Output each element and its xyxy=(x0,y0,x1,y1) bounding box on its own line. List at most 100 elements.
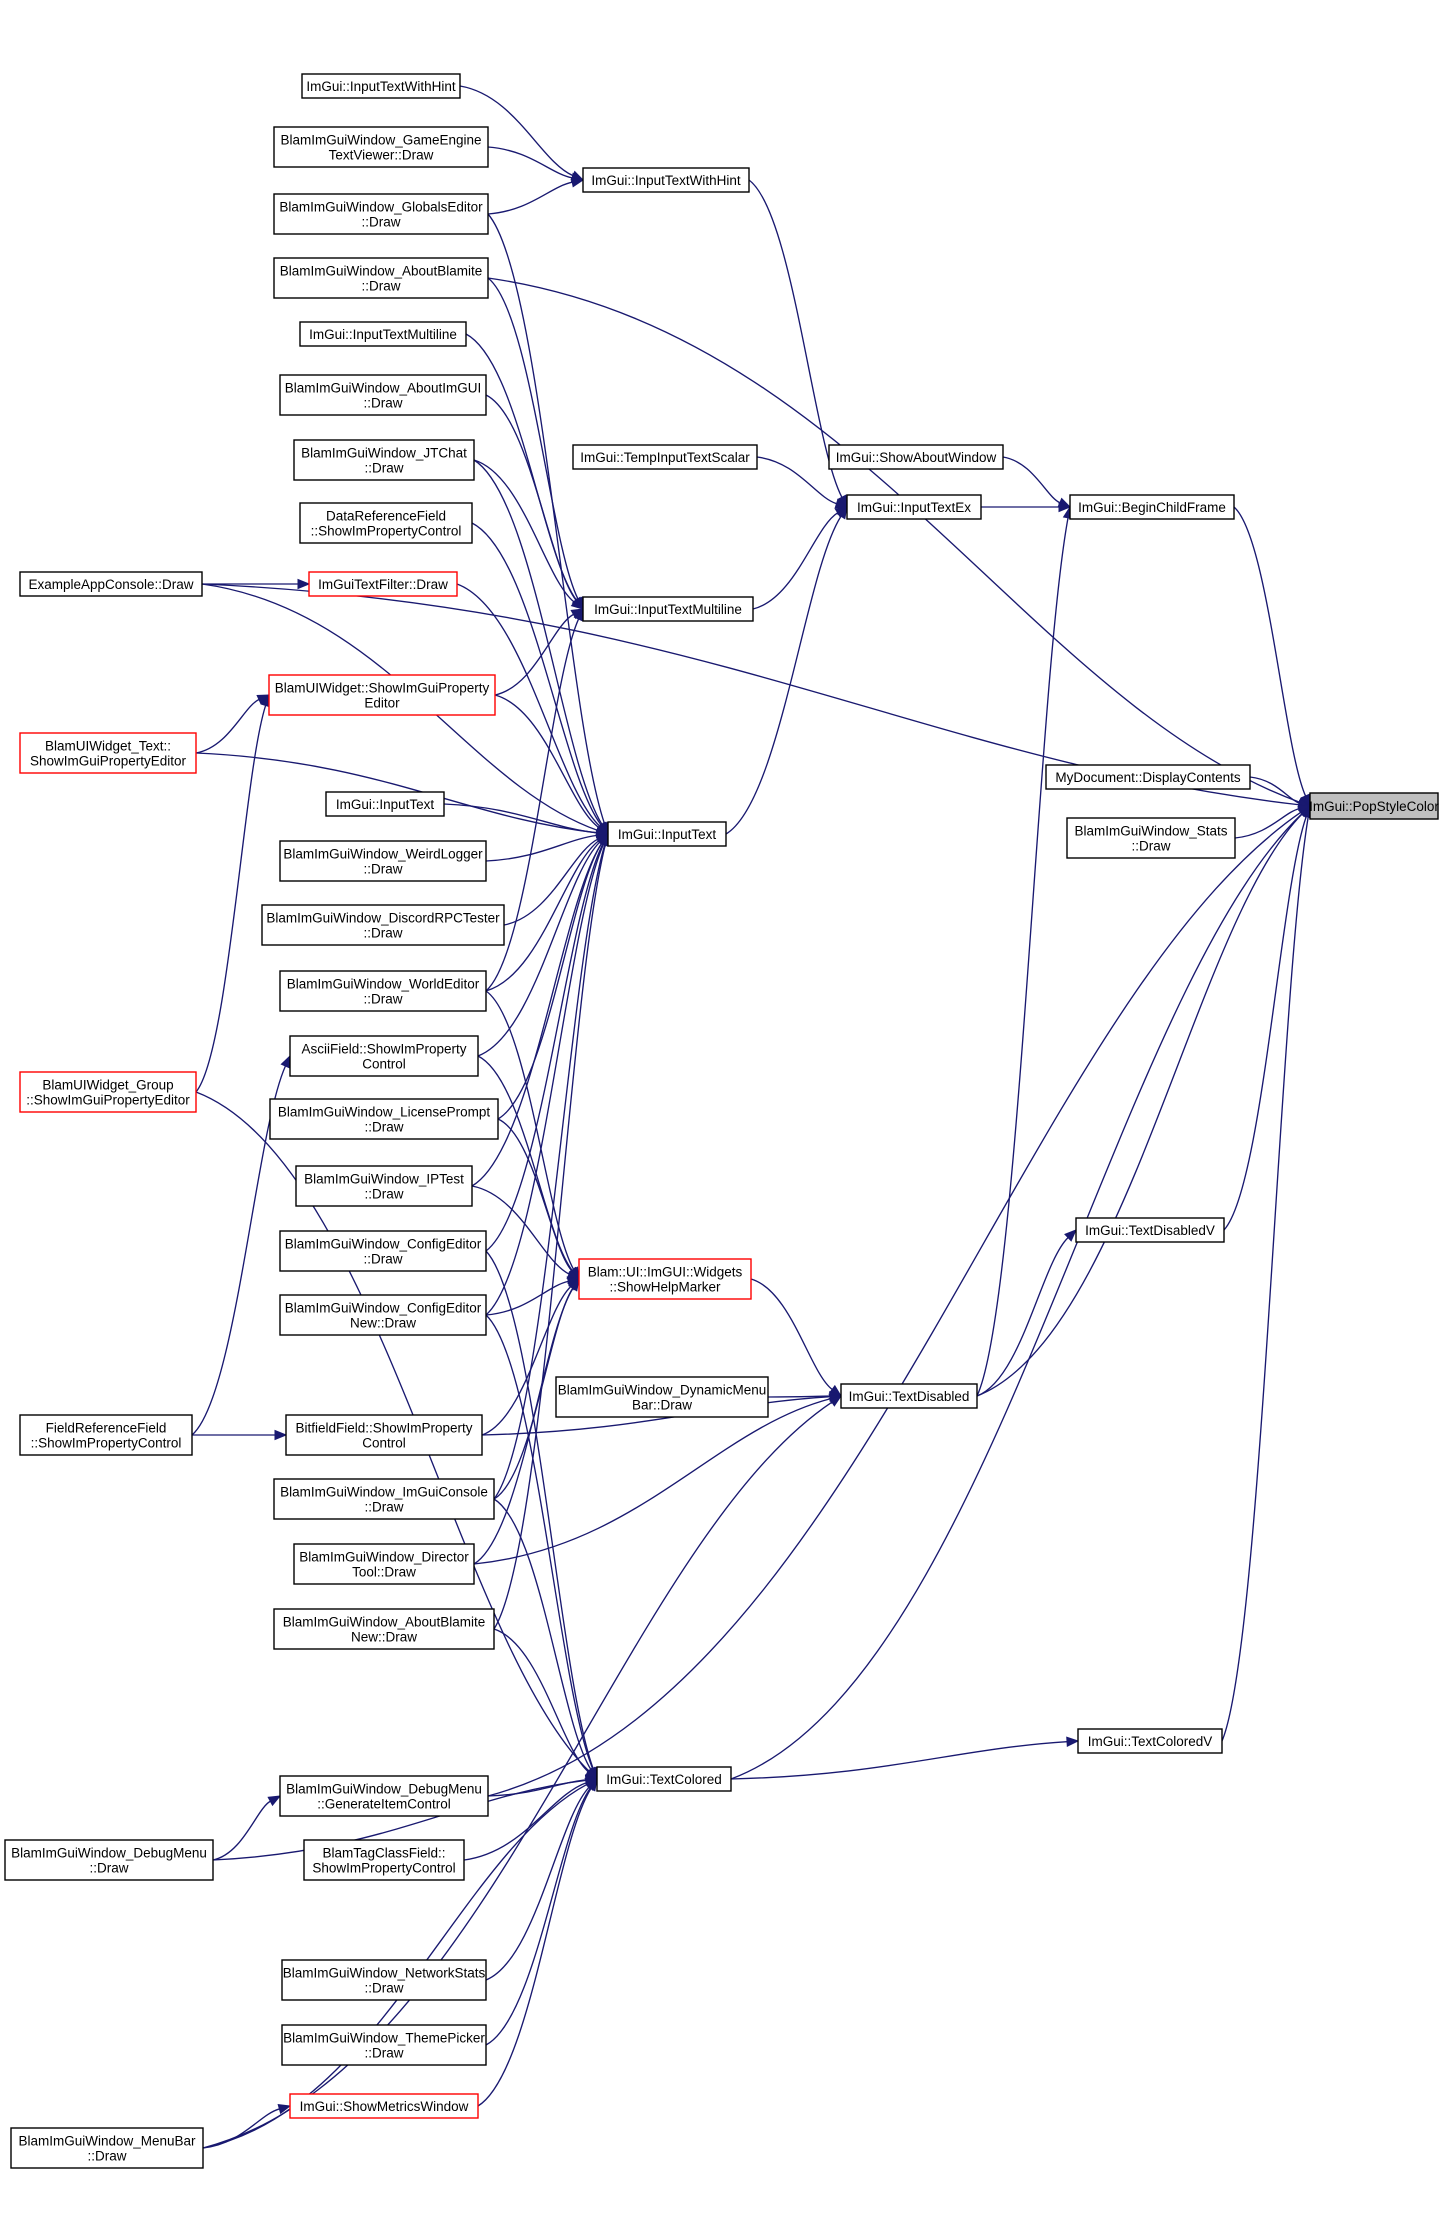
node-gic[interactable]: BlamImGuiWindow_DebugMenu::GenerateItemC… xyxy=(279,1775,489,1817)
node-tdv[interactable]: ImGui::TextDisabledV xyxy=(1075,1217,1225,1243)
node-box xyxy=(828,444,1004,470)
node-smw[interactable]: ImGui::ShowMetricsWindow xyxy=(289,2093,479,2119)
node-label: BlamImGuiWindow_ImGuiConsole xyxy=(280,1485,488,1500)
edge-dbgmenu-to-tc xyxy=(212,1779,587,1861)
edge-config-to-tc xyxy=(485,1250,594,1769)
edge-confignew-to-it1 xyxy=(485,843,605,1316)
node-glob[interactable]: BlamImGuiWindow_GlobalsEditor::Draw xyxy=(273,193,489,235)
node-box xyxy=(301,73,461,99)
node-ascii[interactable]: AsciiField::ShowImPropertyControl xyxy=(289,1035,479,1077)
node-itm1[interactable]: ImGui::InputTextMultiline xyxy=(299,321,467,347)
node-weird[interactable]: BlamImGuiWindow_WeirdLogger::Draw xyxy=(279,840,487,882)
node-itm2[interactable]: ImGui::InputTextMultiline xyxy=(582,596,754,622)
node-config[interactable]: BlamImGuiWindow_ConfigEditor::Draw xyxy=(279,1230,487,1272)
node-tf[interactable]: ImGuiTextFilter::Draw xyxy=(308,571,458,597)
node-label: BlamImGuiWindow_Director xyxy=(299,1550,469,1565)
node-label: ImGui::PopStyleColor xyxy=(1309,799,1439,814)
node-box xyxy=(1045,764,1251,790)
node-getv[interactable]: BlamImGuiWindow_GameEngineTextViewer::Dr… xyxy=(273,126,489,168)
node-label: BlamImGuiWindow_MenuBar xyxy=(18,2134,196,2149)
node-theme[interactable]: BlamImGuiWindow_ThemePicker::Draw xyxy=(281,2024,487,2066)
node-bitf[interactable]: BitfieldField::ShowImPropertyControl xyxy=(285,1414,483,1456)
node-license[interactable]: BlamImGuiWindow_LicensePrompt::Draw xyxy=(269,1098,499,1140)
node-tc[interactable]: ImGui::TextColored xyxy=(596,1766,732,1792)
node-it2[interactable]: ImGui::InputText xyxy=(325,791,445,817)
edge-tf-to-it1 xyxy=(456,583,601,827)
node-box xyxy=(10,2127,204,2169)
node-iwh2[interactable]: ImGui::InputTextWithHint xyxy=(582,167,750,193)
node-saw[interactable]: ImGui::ShowAboutWindow xyxy=(828,444,1004,470)
node-tis[interactable]: ImGui::TempInputTextScalar xyxy=(572,444,758,470)
node-box xyxy=(19,1414,193,1456)
edge-menubar-to-smw xyxy=(202,2108,280,2149)
node-box xyxy=(299,502,473,544)
node-uigroup[interactable]: BlamUIWidget_Group::ShowImGuiPropertyEdi… xyxy=(19,1071,197,1113)
node-discord[interactable]: BlamImGuiWindow_DiscordRPCTester::Draw xyxy=(261,904,505,946)
edge-ascii-to-it1 xyxy=(477,841,601,1057)
node-dbgmenu[interactable]: BlamImGuiWindow_DebugMenu::Draw xyxy=(4,1839,214,1881)
node-pop[interactable]: ImGui::PopStyleColor xyxy=(1309,792,1439,820)
node-tagclass[interactable]: BlamTagClassField::ShowImPropertyControl xyxy=(303,1839,465,1881)
node-label: ::ShowImGuiPropertyEditor xyxy=(26,1093,190,1108)
node-box xyxy=(261,904,505,946)
edge-imcon-to-tc xyxy=(493,1498,592,1771)
node-box xyxy=(285,1414,483,1456)
node-about[interactable]: BlamImGuiWindow_AboutBlamite::Draw xyxy=(273,257,489,299)
edge-glob-to-iwh2 xyxy=(487,181,573,215)
node-helpm[interactable]: Blam::UI::ImGUI::Widgets::ShowHelpMarker xyxy=(578,1258,752,1300)
edge-td-to-bcf xyxy=(976,517,1069,1397)
node-label: ImGui::ShowAboutWindow xyxy=(836,450,997,465)
node-menubar[interactable]: BlamImGuiWindow_MenuBar::Draw xyxy=(10,2127,204,2169)
edge-iptest-to-helpm xyxy=(471,1185,570,1275)
node-label: ImGui::TextDisabled xyxy=(849,1389,970,1404)
node-label: ::ShowImPropertyControl xyxy=(311,524,462,539)
node-label: ::GenerateItemControl xyxy=(317,1797,451,1812)
node-world[interactable]: BlamImGuiWindow_WorldEditor::Draw xyxy=(279,970,487,1012)
node-box xyxy=(299,321,467,347)
edge-itm2-to-ite xyxy=(752,512,839,610)
node-box xyxy=(4,1839,214,1881)
node-uiw[interactable]: BlamUIWidget::ShowImGuiPropertyEditor xyxy=(268,674,496,716)
edge-iwh1-to-iwh2 xyxy=(459,85,574,177)
node-td[interactable]: ImGui::TextDisabled xyxy=(840,1383,978,1409)
node-box xyxy=(279,840,487,882)
arrowhead xyxy=(1058,501,1072,513)
edge-discord-to-it1 xyxy=(503,838,599,926)
node-mydoc[interactable]: MyDocument::DisplayContents xyxy=(1045,764,1251,790)
node-tcv[interactable]: ImGui::TextColoredV xyxy=(1077,1728,1223,1754)
edge-stats-to-pop xyxy=(1234,807,1300,839)
node-netstats[interactable]: BlamImGuiWindow_NetworkStats::Draw xyxy=(281,1959,487,2001)
node-iptest[interactable]: BlamImGuiWindow_IPTest::Draw xyxy=(295,1165,473,1207)
edge-imcon-to-it1 xyxy=(493,844,606,1500)
node-frf[interactable]: FieldReferenceField::ShowImPropertyContr… xyxy=(19,1414,193,1456)
node-drf[interactable]: DataReferenceField::ShowImPropertyContro… xyxy=(299,502,473,544)
node-it1[interactable]: ImGui::InputText xyxy=(607,821,727,847)
node-uitext[interactable]: BlamUIWidget_Text::ShowImGuiPropertyEdit… xyxy=(19,732,197,774)
node-label: BlamImGuiWindow_NetworkStats xyxy=(283,1966,486,1981)
node-bcf[interactable]: ImGui::BeginChildFrame xyxy=(1069,494,1235,520)
node-label: ::Draw xyxy=(361,215,400,230)
node-box xyxy=(273,1478,495,1520)
node-iwh1[interactable]: ImGui::InputTextWithHint xyxy=(301,73,461,99)
node-eac[interactable]: ExampleAppConsole::Draw xyxy=(19,571,203,597)
node-label: ::Draw xyxy=(364,461,403,476)
node-ite[interactable]: ImGui::InputTextEx xyxy=(846,494,982,520)
node-box xyxy=(19,732,197,774)
edge-bcf-to-pop xyxy=(1233,506,1307,797)
node-stats[interactable]: BlamImGuiWindow_Stats::Draw xyxy=(1066,817,1236,859)
node-jtchat[interactable]: BlamImGuiWindow_JTChat::Draw xyxy=(293,439,475,481)
node-label: BlamImGuiWindow_ConfigEditor xyxy=(285,1301,482,1316)
edge-tdv-to-pop xyxy=(1223,816,1307,1231)
node-aboutimgui[interactable]: BlamImGuiWindow_AboutImGUI::Draw xyxy=(279,374,487,416)
arrowhead xyxy=(280,1054,291,1069)
arrowhead xyxy=(1066,1736,1080,1747)
node-box xyxy=(325,791,445,817)
arrowhead xyxy=(828,1395,843,1407)
edge-config-to-it1 xyxy=(485,843,604,1252)
node-imcon[interactable]: BlamImGuiWindow_ImGuiConsole::Draw xyxy=(273,1478,495,1520)
node-label: BlamImGuiWindow_DebugMenu xyxy=(286,1782,482,1797)
